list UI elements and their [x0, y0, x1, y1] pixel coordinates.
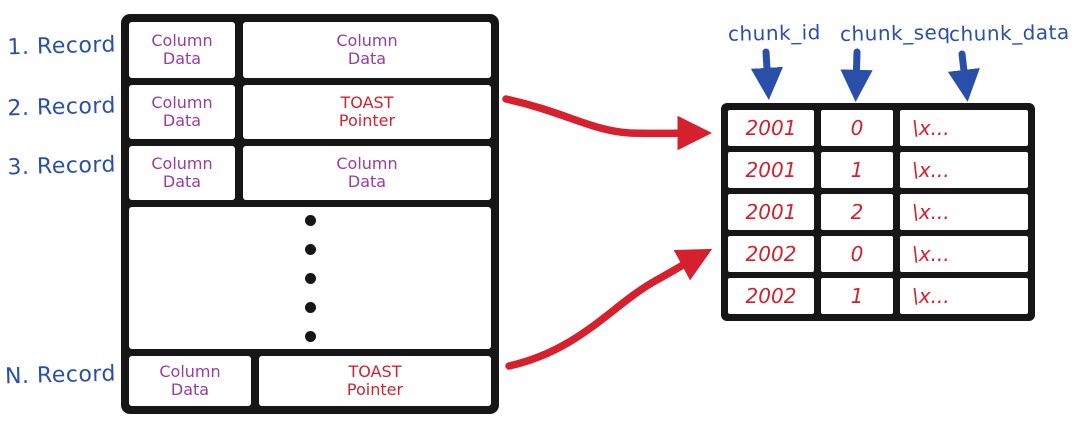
chunk-id-cell: 2002	[728, 278, 814, 314]
ellipsis-dot	[304, 330, 316, 342]
chunk-data-cell: \x...	[900, 194, 1028, 230]
chunk-seq-cell: 1	[821, 152, 893, 188]
chunk-data-cell: \x...	[900, 236, 1028, 272]
chunk-seq-cell: 2	[821, 194, 893, 230]
chunk-data-cell: \x...	[900, 110, 1028, 146]
toast-row: 2001 1 \x...	[728, 152, 1028, 188]
toast-row: 2001 2 \x...	[728, 194, 1028, 230]
toast-column-header-chunk-seq: chunk_seq	[839, 20, 951, 46]
toast-table: 2001 0 \x... 2001 1 \x... 2001 2 \x... 2…	[721, 103, 1035, 321]
column-data-cell: Column Data	[243, 146, 491, 200]
ellipsis-dot	[304, 243, 316, 255]
toast-pointer-cell: TOAST Pointer	[259, 356, 491, 406]
heap-record-row-1: Column Data Column Data	[129, 22, 491, 78]
chunk-data-cell: \x...	[900, 152, 1028, 188]
chunk-seq-cell: 1	[821, 278, 893, 314]
toast-row: 2002 1 \x...	[728, 278, 1028, 314]
heap-record-row-n: Column Data TOAST Pointer	[129, 356, 491, 406]
heap-record-row-2: Column Data TOAST Pointer	[129, 85, 491, 139]
record-label-1: 1. Record	[7, 32, 117, 61]
chunk-id-cell: 2001	[728, 194, 814, 230]
heap-record-row-3: Column Data Column Data	[129, 146, 491, 200]
ellipsis-dot	[304, 214, 316, 226]
toast-column-header-chunk-data: chunk_data	[948, 19, 1070, 47]
arrow-toast-pointer-n-to-chunk-2002	[505, 248, 713, 370]
toast-column-header-chunk-id: chunk_id	[727, 20, 822, 46]
chunk-id-cell: 2001	[728, 110, 814, 146]
column-data-cell: Column Data	[243, 22, 491, 78]
chunk-seq-cell: 0	[821, 110, 893, 146]
chunk-seq-cell: 0	[821, 236, 893, 272]
chunk-id-cell: 2002	[728, 236, 814, 272]
column-data-cell: Column Data	[129, 146, 235, 200]
record-label-2: 2. Record	[7, 93, 117, 122]
ellipsis-area	[129, 207, 491, 349]
toast-pointer-cell: TOAST Pointer	[243, 85, 491, 139]
toast-row: 2001 0 \x...	[728, 110, 1028, 146]
chunk-id-arrow	[750, 48, 784, 100]
chunk-id-cell: 2001	[728, 152, 814, 188]
toast-row: 2002 0 \x...	[728, 236, 1028, 272]
record-label-3: 3. Record	[7, 152, 117, 181]
chunk-data-arrow	[947, 50, 980, 102]
chunk-seq-arrow	[840, 48, 873, 102]
arrow-toast-pointer-2-to-chunk-2001	[502, 95, 713, 151]
ellipsis-dot	[304, 272, 316, 284]
ellipsis-dot	[304, 301, 316, 313]
column-data-cell: Column Data	[129, 22, 235, 78]
record-label-n: N. Record	[4, 361, 117, 390]
column-data-cell: Column Data	[129, 85, 235, 139]
column-data-cell: Column Data	[129, 356, 251, 406]
heap-table: Column Data Column Data Column Data TOAS…	[121, 14, 499, 414]
chunk-data-cell: \x...	[900, 278, 1028, 314]
